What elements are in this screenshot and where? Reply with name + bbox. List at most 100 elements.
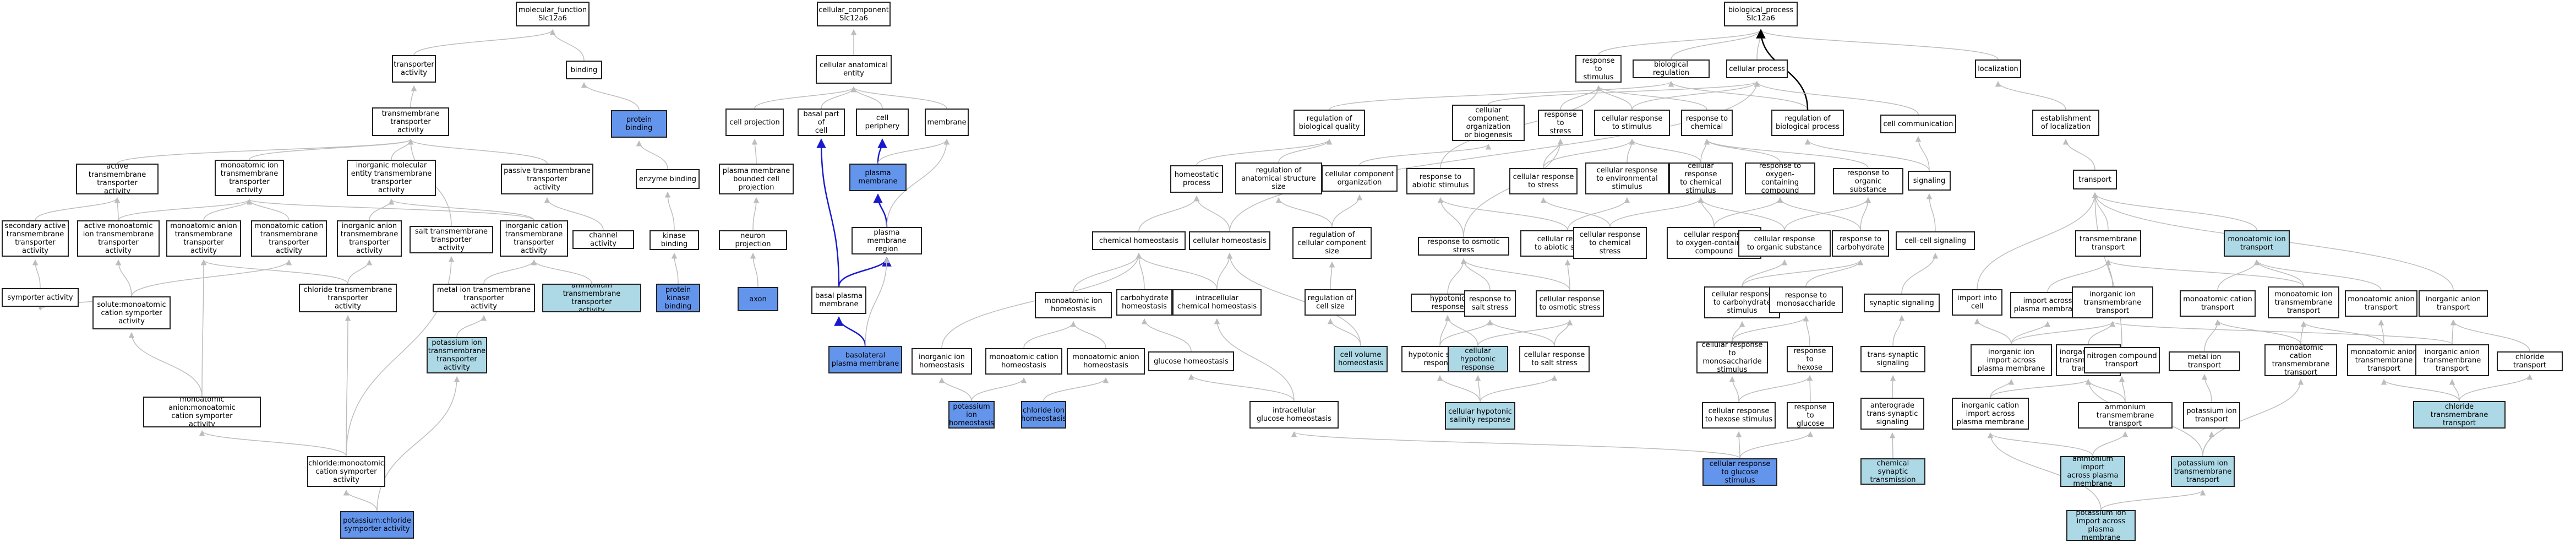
node-chloride-transport[interactable]: chloride transport [2497,351,2563,371]
node-plasma-membrane[interactable]: plasma membrane [849,164,907,191]
node-enzyme-binding[interactable]: enzyme binding [636,169,700,189]
node-cellular-hypotonic-response[interactable]: cellular hypotonic response [1448,346,1508,372]
node-metal-ion-tm[interactable]: metal ion transmembrane transporter acti… [433,284,535,312]
node-cell-periphery[interactable]: cell periphery [856,109,909,136]
node-biological-regulation[interactable]: biological regulation [1633,59,1710,78]
node-monoatomic-anion-cation[interactable]: monoatomic anion:monoatomic cation sympo… [143,397,261,427]
node-pm-region[interactable]: plasma membrane region [852,227,922,254]
node-cellular-component-organization[interactable]: cellular component organization [1322,165,1398,192]
node-cell-cell-signaling[interactable]: cell-cell signaling [1896,231,1975,250]
node-monoatomic-ion-transmembrane-transport[interactable]: monoatomic ion transmembrane transport [2268,286,2339,318]
node-potassium-ion-homeostasis[interactable]: potassium ion homeostasis [948,401,995,429]
node-nitrogen-compound-transport[interactable]: nitrogen compound transport [2084,347,2160,373]
node-basolateral-pm[interactable]: basolateral plasma membrane [828,346,902,373]
node-cellular-response-to-stimulus[interactable]: cellular response to stimulus [1594,110,1670,136]
node-inorganic-ion-homeostasis[interactable]: inorganic ion homeostasis [912,348,972,375]
node-response-to-carbohydrate[interactable]: response to carbohydrate [1832,230,1889,257]
node-potassium-chloride[interactable]: potassium:chloride symporter activity [340,511,414,539]
node-chloride-transmembrane-transport[interactable]: chloride transmembrane transport [2413,401,2506,429]
node-response-to-stress[interactable]: response to stress [1538,110,1583,136]
node-bp[interactable]: biological_process Slc12a6 [1724,2,1798,26]
node-chloride-tm[interactable]: chloride transmembrane transporter activ… [299,284,397,312]
node-regulation-of-cell-size[interactable]: regulation of cell size [1305,289,1356,316]
node-cellular-response-env[interactable]: cellular response to environmental stimu… [1585,162,1669,194]
node-inorganic-anion-tm[interactable]: inorganic anion transmembrane transporte… [337,220,402,257]
node-monoatomic-cation-transport[interactable]: monoatomic cation transport [2180,290,2256,317]
node-synaptic-signaling[interactable]: synaptic signaling [1864,294,1940,312]
node-monoatomic-cation-tm[interactable]: monoatomic cation transmembrane transpor… [251,220,327,257]
node-homeostatic-process[interactable]: homeostatic process [1170,165,1223,193]
node-transmembrane-transport[interactable]: transmembrane transport [2075,230,2141,257]
node-cell-communication[interactable]: cell communication [1880,115,1956,133]
node-cellular-response-organic[interactable]: cellular response to organic substance [1738,230,1831,257]
node-anterograde[interactable]: anterograde trans-synaptic signaling [1860,398,1924,430]
node-monoatomic-cation-homeostasis[interactable]: monoatomic cation homeostasis [985,348,1062,375]
node-carbohydrate-homeostasis[interactable]: carbohydrate homeostasis [1116,289,1172,316]
node-basal-pm[interactable]: basal plasma membrane [811,286,866,314]
node-potassium-ion-tm-transport[interactable]: potassium ion transmembrane transport [2171,456,2235,487]
node-inorganic-cation-tm[interactable]: inorganic cation transmembrane transport… [500,220,568,257]
node-axon[interactable]: axon [738,287,778,311]
node-cellular-response-salt-stress[interactable]: cellular response to salt stress [1519,346,1590,372]
node-cellular-homeostasis[interactable]: cellular homeostasis [1189,231,1270,250]
node-mf[interactable]: molecular_function Slc12a6 [516,2,590,26]
node-cellular-response-chemical[interactable]: cellular response to chemical stimulus [1669,162,1733,194]
node-monoatomic-anion-homeostasis[interactable]: monoatomic anion homeostasis [1067,348,1145,375]
node-cell-projection[interactable]: cell projection [725,109,784,136]
node-kinase-binding[interactable]: kinase binding [650,230,699,250]
node-inorganic-cation-import[interactable]: inorganic cation import across plasma me… [1952,398,2029,430]
node-monoatomic-ion-transport[interactable]: monoatomic ion transport [2224,230,2290,257]
node-cellular-response-monosaccharide[interactable]: cellular response to monosaccharide stim… [1696,342,1768,373]
node-monoatomic-anion-tm[interactable]: monoatomic anion transmembrane transport… [166,220,241,257]
node-metal-ion-transport[interactable]: metal ion transport [2169,351,2240,371]
node-inorganic-anion-transport[interactable]: inorganic anion transport [2419,290,2488,317]
node-cellular-process[interactable]: cellular process [1726,59,1788,78]
node-regulation-of-biological-process[interactable]: regulation of biological process [1771,110,1844,136]
node-response-to-chemical[interactable]: response to chemical [1681,110,1733,136]
node-intracellular-chemical-homeostasis[interactable]: intracellular chemical homeostasis [1172,289,1262,316]
node-cellular-response-osmotic[interactable]: cellular response to osmotic stress [1536,290,1604,317]
node-active-monoatomic-ion[interactable]: active monoatomic ion transmembrane tran… [77,220,160,257]
node-cellular-hypotonic-salinity[interactable]: cellular hypotonic salinity response [1445,402,1515,430]
node-trans-synaptic[interactable]: trans-synaptic signaling [1860,346,1925,372]
node-response-to-monosaccharide[interactable]: response to monosaccharide [1769,286,1843,313]
node-monoatomic-anion-transport[interactable]: monoatomic anion transport [2345,290,2417,317]
node-response-to-hexose[interactable]: response to hexose [1787,346,1833,372]
node-neuron-projection[interactable]: neuron projection [719,230,787,250]
node-solute-monoatomic[interactable]: solute:monoatomic cation symporter activ… [92,296,171,329]
node-cellular-component-org[interactable]: cellular component organization or bioge… [1452,105,1525,141]
node-regulation-of-cellular-component-size[interactable]: regulation of cellular component size [1292,227,1372,259]
node-response-to-salt-stress[interactable]: response to salt stress [1464,290,1516,317]
node-response-to-stimulus[interactable]: response to stimulus [1575,55,1622,83]
node-response-to-abiotic[interactable]: response to abiotic stimulus [1406,168,1475,194]
node-chemical-homeostasis[interactable]: chemical homeostasis [1092,231,1186,250]
node-inorganic-ion-import[interactable]: inorganic ion import across plasma membr… [1971,344,2052,376]
node-cell-volume-homeostasis[interactable]: cell volume homeostasis [1334,346,1388,372]
node-protein-kinase-binding[interactable]: protein kinase binding [656,284,700,312]
node-chloride-monoatomic[interactable]: chloride:monoatomic cation symporter act… [307,456,385,487]
node-ammonium-import[interactable]: ammonium import across plasma membrane [2060,456,2125,487]
node-chemical-synaptic[interactable]: chemical synaptic transmission [1860,458,1925,485]
node-protein-binding[interactable]: protein binding [611,110,667,138]
node-tm-transporter[interactable]: transmembrane transporter activity [372,107,449,136]
node-regulation-of-anatomical[interactable]: regulation of anatomical structure size [1235,162,1322,194]
node-passive-tm[interactable]: passive transmembrane transporter activi… [501,164,593,194]
node-chloride-ion-homeostasis[interactable]: chloride ion homeostasis [1021,401,1066,429]
node-potassium-ion-import[interactable]: potassium ion import across plasma membr… [2066,510,2136,541]
node-cc[interactable]: cellular_component Slc12a6 [817,2,891,26]
node-potassium-ion-tm[interactable]: potassium ion transmembrane transporter … [427,337,487,373]
node-cellular-response-chemical-stress[interactable]: cellular response to chemical stress [1573,227,1647,259]
node-salt-tm[interactable]: salt transmembrane transporter activity [410,226,493,253]
node-monoatomic-ion-tm[interactable]: monoatomic ion transmembrane transporter… [215,160,284,196]
node-monoatomic-ion-homeostasis[interactable]: monoatomic ion homeostasis [1035,292,1112,318]
node-membrane[interactable]: membrane [925,109,969,136]
node-response-to-osmotic[interactable]: response to osmotic stress [1418,237,1509,256]
node-signaling[interactable]: signaling [1908,171,1951,191]
node-basal-part-of-cell[interactable]: basal part of cell [798,109,845,136]
node-binding[interactable]: binding [566,61,602,79]
node-cellular-response-glucose[interactable]: cellular response to glucose stimulus [1702,458,1777,486]
node-inorganic-molecular-tm[interactable]: inorganic molecular entity transmembrane… [347,160,436,196]
node-secondary-active[interactable]: secondary active transmembrane transport… [2,220,69,257]
node-transport[interactable]: transport [2073,170,2117,189]
node-establishment-of-localization[interactable]: establishment of localization [2032,110,2099,136]
